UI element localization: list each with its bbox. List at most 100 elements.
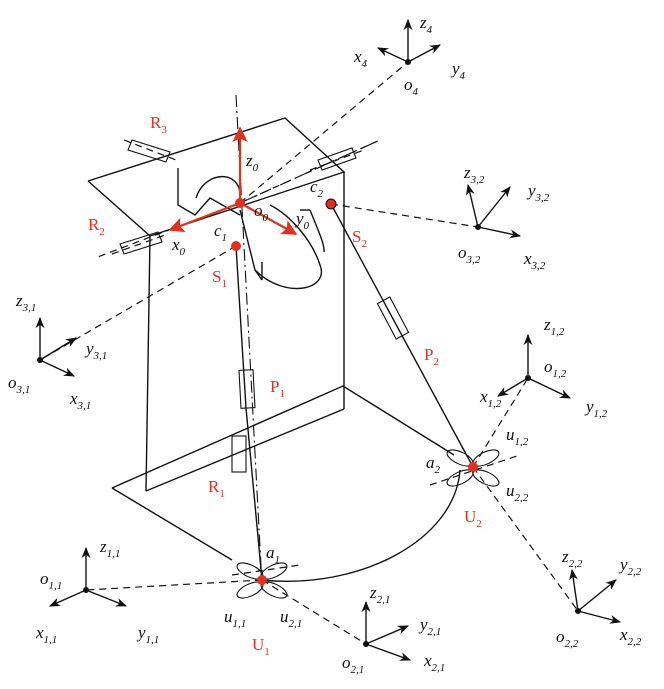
label-a2: a2 [426, 453, 441, 476]
label-o32-main: o [458, 243, 467, 262]
label-S2-sub: 2 [361, 238, 367, 250]
label-c2-main: c [310, 177, 318, 196]
label-z12: z1,2 [543, 315, 565, 338]
label-R3: R3 [150, 113, 167, 136]
revolute-joint-r3 [123, 139, 177, 163]
label-x4-main: x [353, 47, 362, 66]
label-x12: x1,2 [479, 387, 502, 410]
label-o21: o2,1 [342, 653, 364, 676]
label-u22: u2,2 [506, 481, 529, 504]
label-z0-main: z [245, 151, 253, 170]
label-o12-main: o [544, 357, 553, 376]
label-S2: S2 [352, 227, 367, 250]
label-y31-main: y [84, 339, 94, 358]
label-y31-sub: 3,1 [93, 350, 108, 362]
label-x0-main: x [171, 235, 180, 254]
label-R1-main: R [208, 477, 220, 496]
label-y4: y4 [450, 59, 466, 82]
label-x32-sub: 3,2 [531, 260, 546, 272]
label-o4: o4 [404, 75, 419, 98]
legs [231, 94, 474, 586]
label-z4-sub: 4 [427, 24, 433, 36]
label-x31: x3,1 [69, 389, 91, 412]
label-y21-sub: 2,1 [428, 626, 442, 638]
label-z11-sub: 1,1 [107, 548, 121, 560]
label-U1-main: U [252, 635, 264, 654]
dashed-axes [39, 61, 579, 645]
label-u21-sub: 2,1 [289, 618, 303, 630]
label-u11-sub: 1,1 [233, 618, 247, 630]
revolute-joint-r2 [111, 231, 169, 255]
label-z22-sub: 2,2 [569, 558, 583, 570]
label-x22-sub: 2,2 [628, 636, 642, 648]
label-o22-sub: 2,2 [565, 638, 579, 650]
label-o0-sub: 0 [263, 212, 269, 224]
label-S1: S1 [212, 267, 227, 290]
label-o21-main: o [342, 653, 351, 672]
label-o22-main: o [556, 627, 565, 646]
label-P2-sub: 2 [433, 356, 439, 368]
label-y0-main: y [294, 209, 304, 228]
label-a2-main: a [426, 453, 435, 472]
label-y0: y0 [294, 209, 310, 232]
label-o22: o2,2 [556, 627, 579, 650]
label-z12-sub: 1,2 [551, 326, 565, 338]
label-z32-sub: 3,2 [470, 174, 485, 186]
label-y4-sub: 4 [460, 70, 466, 82]
frame-o4 [376, 18, 441, 65]
frame-o32 [465, 183, 522, 239]
label-y12: y1,2 [584, 397, 608, 420]
label-c1: c1 [214, 221, 227, 244]
label-x12-sub: 1,2 [488, 398, 502, 410]
label-x11-sub: 1,1 [44, 634, 58, 646]
label-o0: o0 [254, 201, 269, 224]
frame-o0 [168, 126, 381, 235]
label-z0: z0 [245, 151, 259, 174]
point-a2 [468, 462, 478, 472]
label-z12-main: z [543, 315, 551, 334]
label-o11-sub: 1,1 [49, 580, 63, 592]
label-x32: x3,2 [523, 249, 546, 272]
label-y32-sub: 3,2 [535, 192, 550, 204]
label-z31: z3,1 [15, 291, 36, 314]
frame-o22 [569, 568, 622, 624]
label-y11-sub: 1,1 [146, 634, 160, 646]
label-U1: U1 [252, 635, 270, 658]
label-o21-sub: 2,1 [351, 664, 365, 676]
label-c2-sub: 2 [318, 188, 324, 200]
label-U2: U2 [464, 507, 482, 530]
label-o12: o1,2 [544, 357, 567, 380]
label-a1-main: a [266, 543, 275, 562]
frame-o11 [48, 546, 128, 607]
label-z31-main: z [15, 291, 23, 310]
label-x0: x0 [171, 235, 186, 258]
label-R2: R2 [88, 215, 105, 238]
label-x21: x2,1 [423, 651, 445, 674]
label-a1-sub: 1 [275, 554, 281, 566]
label-u12-main: u [506, 425, 515, 444]
label-y32-main: y [526, 181, 536, 200]
label-P2-main: P [424, 345, 433, 364]
label-R1: R1 [208, 477, 225, 500]
point-a1 [257, 575, 267, 585]
label-x4: x4 [353, 47, 368, 70]
label-x32-main: x [523, 249, 532, 268]
label-y0-sub: 0 [304, 220, 310, 232]
label-z32: z3,2 [463, 163, 485, 186]
label-y12-sub: 1,2 [594, 408, 608, 420]
label-o32-sub: 3,2 [466, 254, 481, 266]
label-x11-main: x [35, 623, 44, 642]
label-U2-main: U [464, 507, 476, 526]
label-y22-sub: 2,2 [628, 566, 642, 578]
point-c1 [231, 241, 241, 251]
joint-points [231, 198, 478, 585]
label-u21-main: u [280, 607, 289, 626]
label-y11-main: y [136, 623, 146, 642]
label-z11-main: z [99, 537, 107, 556]
frame-o12 [497, 333, 572, 399]
label-c1-sub: 1 [222, 232, 228, 244]
label-u22-sub: 2,2 [515, 492, 529, 504]
label-u11-main: u [224, 607, 233, 626]
